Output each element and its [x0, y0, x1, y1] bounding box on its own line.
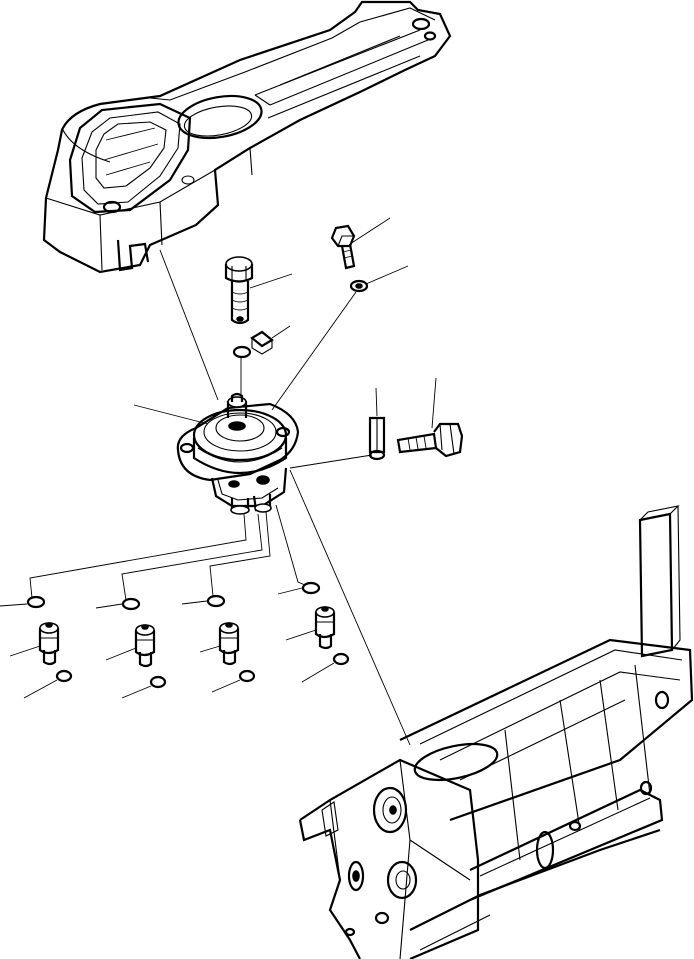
o-ring-upper [232, 345, 252, 359]
o-ring-lower-row [55, 652, 350, 689]
washer-top [349, 279, 369, 293]
assembly-lines [0, 217, 437, 746]
console-frame [298, 505, 694, 959]
pin [368, 416, 386, 461]
bolt-side [396, 422, 464, 458]
pilot-control-valve [176, 392, 300, 515]
fitting-4 [314, 606, 336, 650]
bolt-small [330, 224, 356, 270]
bolt-large [224, 256, 254, 325]
console-cover [42, 0, 452, 274]
o-ring-row [26, 581, 321, 611]
fitting-2 [134, 624, 156, 668]
fitting-1 [38, 622, 60, 666]
fitting-3 [218, 622, 240, 666]
bushing [250, 330, 274, 355]
